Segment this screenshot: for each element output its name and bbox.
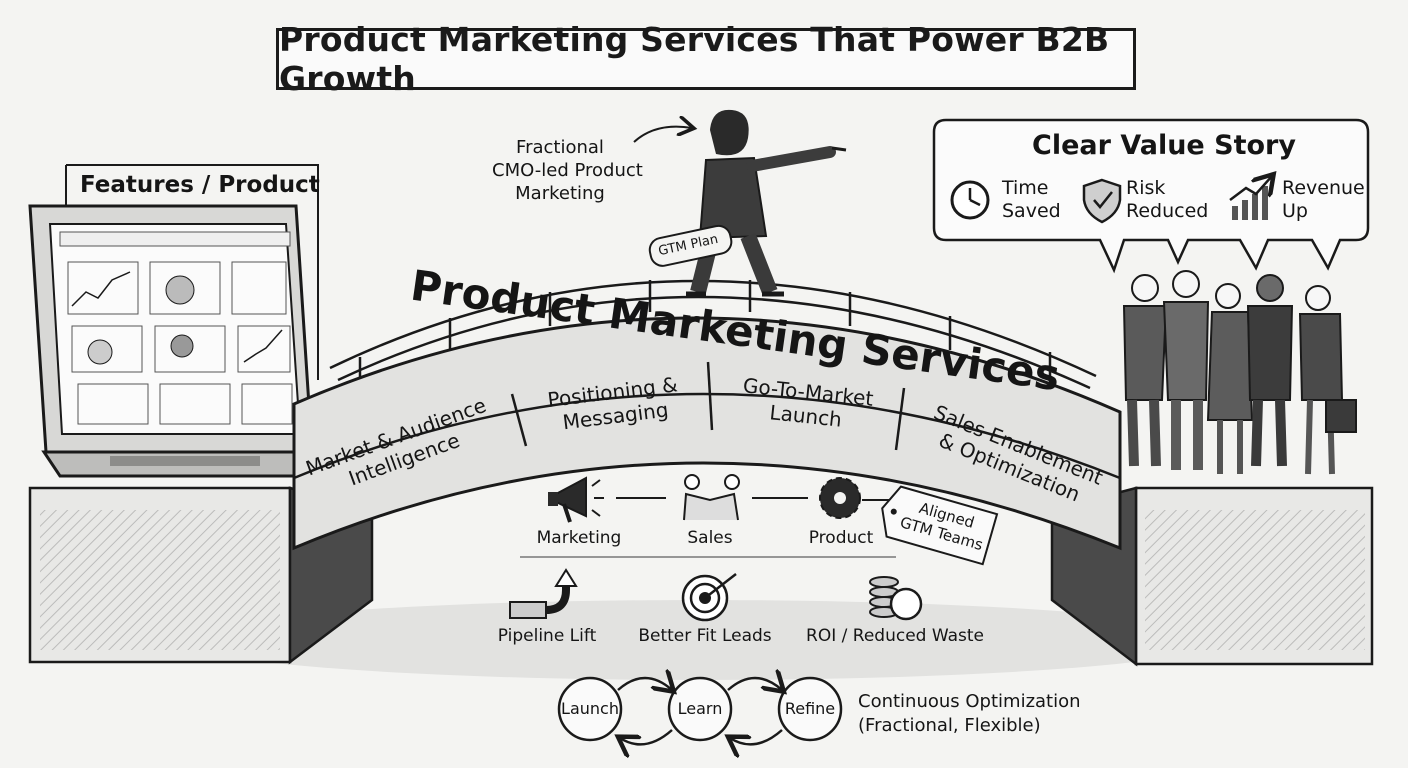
fractional-label-line: Fractional <box>492 136 628 159</box>
value-item-risk: Risk Reduced <box>1126 177 1208 223</box>
clock-icon <box>952 182 988 218</box>
stakeholders-group <box>1124 271 1356 474</box>
gear-icon <box>820 478 860 518</box>
value-label-line: Saved <box>1002 200 1061 223</box>
fractional-cmo-label: Fractional CMO-led Product Marketing <box>492 136 628 205</box>
value-item-time: Time Saved <box>1002 177 1061 223</box>
cmo-figure <box>686 110 846 294</box>
cycle-label: Continuous Optimization (Fractional, Fle… <box>858 690 1081 738</box>
cycle-step-learn: Learn <box>670 699 730 718</box>
value-label-line: Time <box>1002 177 1061 200</box>
value-label-line: Up <box>1282 200 1365 223</box>
team-marketing-label: Marketing <box>526 528 632 548</box>
outcome-leads-label: Better Fit Leads <box>630 626 780 646</box>
value-label-line: Reduced <box>1126 200 1208 223</box>
curved-arrow-icon <box>634 127 692 142</box>
page-title: Product Marketing Services That Power B2… <box>276 28 1136 90</box>
value-story-heading: Clear Value Story <box>1032 130 1296 161</box>
laptop-illustration <box>30 206 314 476</box>
cycle-step-refine: Refine <box>780 699 840 718</box>
value-item-revenue: Revenue Up <box>1282 177 1365 223</box>
fractional-label-line: Marketing <box>492 182 628 205</box>
handshake-icon <box>684 475 739 520</box>
value-label-line: Revenue <box>1282 177 1365 200</box>
cycle-label-line: (Fractional, Flexible) <box>858 714 1081 738</box>
fractional-label-line: CMO-led Product <box>492 159 628 182</box>
megaphone-icon <box>548 478 604 522</box>
team-sales-label: Sales <box>660 528 760 548</box>
cycle-step-launch: Launch <box>560 699 620 718</box>
laptop-label: Features / Product <box>80 172 320 198</box>
team-product-label: Product <box>794 528 888 548</box>
outcome-pipeline-label: Pipeline Lift <box>482 626 612 646</box>
value-label-line: Risk <box>1126 177 1208 200</box>
coins-dollar-icon <box>870 577 921 619</box>
outcome-roi-label: ROI / Reduced Waste <box>800 626 990 646</box>
cycle-label-line: Continuous Optimization <box>858 690 1081 714</box>
